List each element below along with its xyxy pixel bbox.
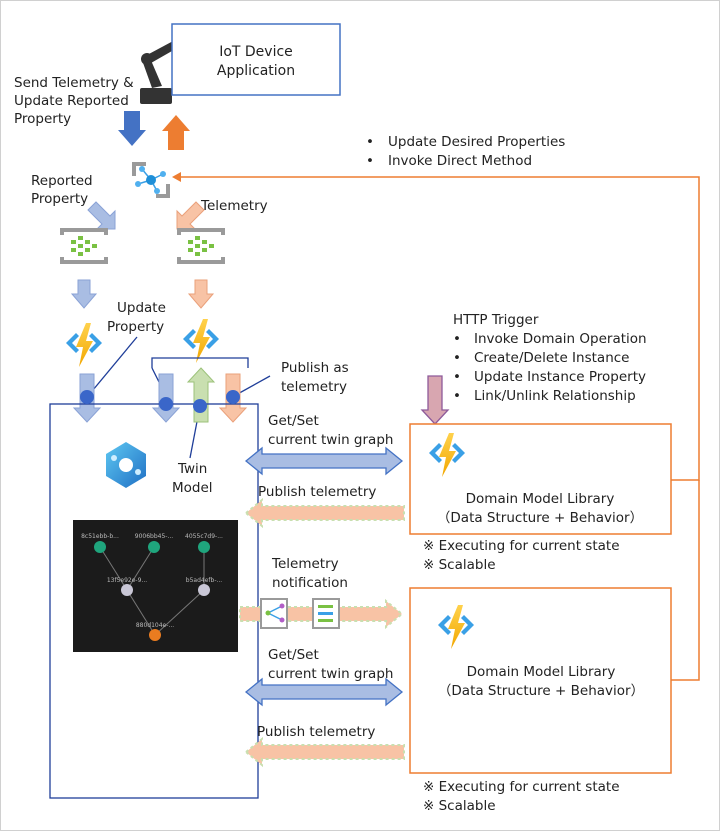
digital-twins-container [49, 403, 259, 799]
http-item-1: Invoke Domain Operation [474, 331, 647, 347]
desired-bullet-2: • [366, 153, 374, 169]
domain-library-name-1: Domain Model Library [466, 491, 615, 507]
update-property-label-2: Property [107, 319, 164, 335]
publish-telemetry-2-arrow [244, 736, 405, 768]
domain-library-desc-1: （Data Structure + Behavior） [437, 510, 643, 526]
publish-telemetry-1-label: Publish telemetry [258, 484, 376, 500]
send-telemetry-arrow [118, 111, 146, 146]
desired-item-1: Update Desired Properties [388, 134, 565, 150]
getset-1-arrow [244, 446, 404, 476]
graph-node-label-3: 4055c7d9-... [185, 533, 223, 540]
http-bullet-3: • [453, 369, 461, 385]
http-bullet-1: • [453, 331, 461, 347]
domain-library-name-2: Domain Model Library [467, 664, 616, 680]
http-trigger-arrow [420, 375, 450, 425]
domain-library-desc-2: （Data Structure + Behavior） [438, 683, 644, 699]
digital-twins-icon [106, 442, 146, 488]
send-telemetry-label-2: Update Reported [14, 93, 129, 109]
event-grid-icon [260, 598, 288, 629]
getset-2-arrow [244, 677, 404, 707]
graph-node-label-5: b5ad4efb-... [186, 577, 223, 584]
reported-property-label-2: Property [31, 191, 88, 207]
graph-node-label-6: 880d104e-... [136, 622, 174, 629]
telemetry-route-arrow [176, 201, 205, 230]
http-bullet-2: • [453, 350, 461, 366]
reported-property-label-1: Reported [31, 173, 93, 189]
graph-node-6 [149, 629, 161, 641]
desired-properties-arrow [162, 115, 190, 150]
event-hub-telemetry-icon [177, 228, 225, 264]
update-function-icon [66, 323, 102, 367]
twin-model-label-2: Model [172, 480, 213, 496]
update-property-label-1: Update [117, 300, 166, 316]
getset-2-label-2: current twin graph [268, 666, 393, 682]
graph-node-4 [121, 584, 133, 596]
domain-library-note-1a: ※ Executing for current state [423, 538, 620, 554]
reported-to-function-arrow [70, 279, 98, 309]
publish-telemetry-2-label: Publish telemetry [257, 724, 375, 740]
event-hub-reported-icon [60, 228, 108, 264]
desired-item-2: Invoke Direct Method [388, 153, 532, 169]
telemetry-function-icon [183, 319, 219, 363]
publish-as-label-1: Publish as [281, 360, 349, 376]
graph-node-label-4: 13f5e92e-9... [107, 577, 147, 584]
graph-node-1 [94, 541, 106, 553]
iot-device-label-2: Application [217, 63, 295, 79]
iot-device-box [171, 23, 341, 96]
domain-library-note-2a: ※ Executing for current state [423, 779, 620, 795]
twin-model-arrow [186, 367, 216, 423]
telemetry-route-label: Telemetry [200, 198, 268, 214]
http-item-3: Update Instance Property [474, 369, 646, 385]
event-hub-notification-icon [312, 598, 340, 629]
robot-arm-icon [140, 38, 190, 104]
function-connectors [87, 336, 271, 459]
getset-1-label-2: current twin graph [268, 432, 393, 448]
graph-node-2 [148, 541, 160, 553]
publish-as-label-2: telemetry [281, 379, 347, 395]
connector-dots [80, 390, 240, 413]
send-telemetry-label-1: Send Telemetry & [14, 75, 134, 91]
graph-node-label-2: 9006bb45-... [135, 533, 174, 540]
http-item-4: Link/Unlink Relationship [474, 388, 636, 404]
http-item-2: Create/Delete Instance [474, 350, 629, 366]
domain-library-note-1b: ※ Scalable [423, 557, 496, 573]
send-telemetry-label-3: Property [14, 111, 71, 127]
graph-node-5 [198, 584, 210, 596]
iot-device-label-1: IoT Device [219, 44, 293, 60]
domain-library-note-2b: ※ Scalable [423, 798, 496, 814]
domain-library-box-2 [409, 587, 672, 774]
iot-hub-icon [131, 161, 171, 199]
desired-bullet-1: • [366, 134, 374, 150]
reported-route-arrow [87, 201, 116, 230]
http-bullet-4: • [453, 388, 461, 404]
publish-telemetry-1-arrow [244, 497, 405, 529]
http-trigger-title: HTTP Trigger [453, 312, 539, 328]
getset-1-label-1: Get/Set [268, 413, 319, 429]
telemetry-notification-label-1: Telemetry [271, 556, 339, 572]
getset-2-label-1: Get/Set [268, 647, 319, 663]
twin-model-label-1: Twin [177, 461, 207, 477]
domain-library-box-1 [409, 423, 672, 535]
telemetry-notification-label-2: notification [272, 575, 348, 591]
desired-properties-connector [172, 172, 700, 681]
graph-node-label-1: 8c51ebb-b... [81, 533, 119, 540]
telemetry-to-function-arrow [187, 279, 215, 309]
graph-node-3 [198, 541, 210, 553]
